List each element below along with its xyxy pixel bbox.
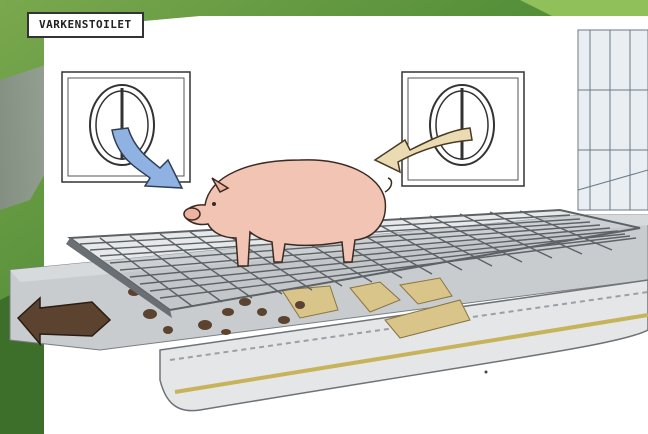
barn-wall-sketch — [578, 30, 648, 210]
